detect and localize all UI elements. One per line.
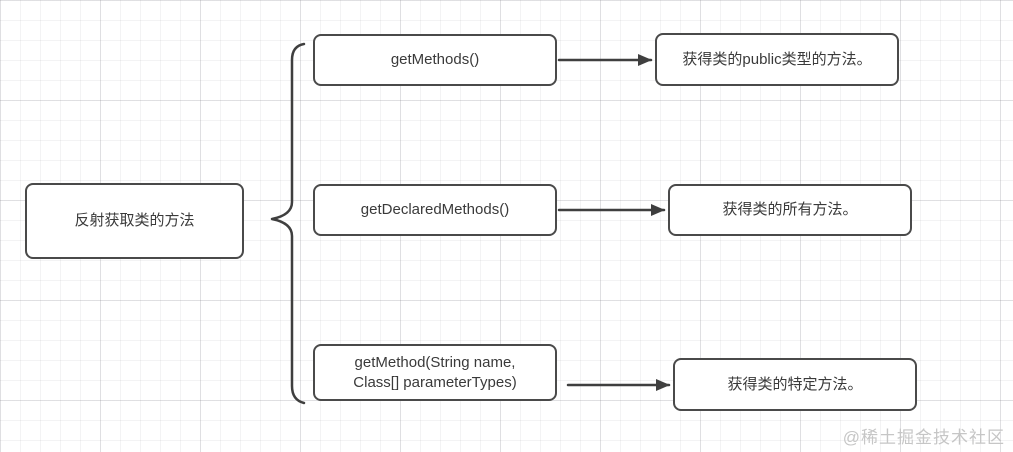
method-node-getmethods: getMethods() [313,34,557,86]
description-node-all-methods: 获得类的所有方法。 [668,184,912,236]
method-node-getmethod: getMethod(String name, Class[] parameter… [313,344,557,401]
description-node-public-methods: 获得类的public类型的方法。 [655,33,899,86]
method-node-getdeclaredmethods: getDeclaredMethods() [313,184,557,236]
description-node-specific-method: 获得类的特定方法。 [673,358,917,411]
curly-brace-connector [270,42,306,405]
watermark-text: @稀土掘金技术社区 [842,428,1005,447]
root-node-reflection-methods: 反射获取类的方法 [25,183,244,259]
